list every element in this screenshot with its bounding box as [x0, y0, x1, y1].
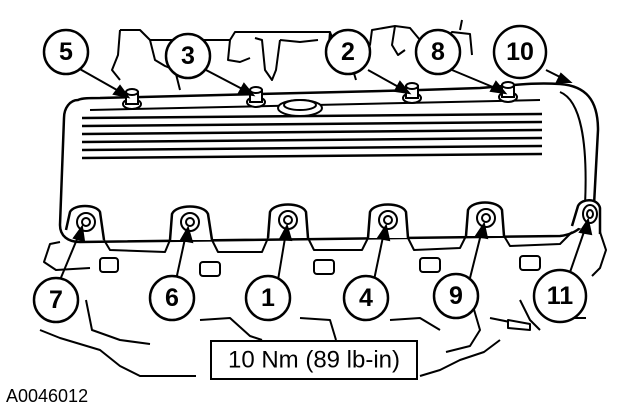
- bolt-11: [582, 204, 598, 224]
- oil-fill-cap: [277, 99, 323, 117]
- callout-3-circle: [164, 32, 212, 80]
- callout-labels: 5 3 2 8 10 7 6 1 4 9 11: [49, 38, 573, 314]
- callout-1: 1: [261, 284, 275, 312]
- torque-spec: 10 Nm (89 lb-in): [228, 347, 400, 374]
- bolt-1: [278, 210, 298, 230]
- callout-4-circle: [342, 274, 390, 322]
- callout-8-circle: [414, 28, 462, 76]
- callouts: [32, 24, 588, 324]
- bolt-5: [122, 88, 142, 110]
- cylinder-head: [39, 231, 607, 377]
- callout-6-circle: [148, 274, 196, 322]
- top-bolts: [122, 81, 518, 110]
- bolt-8: [498, 81, 518, 103]
- callout-6: 6: [165, 284, 179, 312]
- valve-cover: [58, 82, 600, 244]
- callout-5-circle: [42, 28, 90, 76]
- bolt-2: [402, 82, 422, 104]
- cover-ribs: [81, 112, 543, 160]
- callout-7: 7: [49, 286, 63, 314]
- leader-arrows: [59, 67, 593, 281]
- bolt-7: [76, 212, 96, 232]
- torque-spec-box: 10 Nm (89 lb-in): [210, 340, 418, 380]
- callout-2-circle: [324, 28, 372, 76]
- callout-5: 5: [59, 38, 73, 66]
- callout-10: 10: [506, 38, 534, 66]
- callout-9: 9: [449, 282, 463, 310]
- callout-7-circle: [32, 276, 80, 324]
- callout-2: 2: [341, 38, 355, 66]
- callout-9-circle: [432, 272, 480, 320]
- bolt-9: [476, 208, 496, 228]
- callout-3: 3: [181, 42, 195, 70]
- bolt-3: [246, 86, 266, 108]
- bolt-4: [378, 210, 398, 230]
- callout-11-circle: [532, 268, 588, 324]
- figure-id: A0046012: [6, 386, 88, 406]
- lower-bolts: [76, 204, 598, 232]
- callout-10-circle: [492, 24, 548, 80]
- callout-11: 11: [547, 282, 574, 310]
- callout-1-circle: [244, 274, 292, 322]
- callout-8: 8: [431, 38, 445, 66]
- bolt-6: [180, 212, 200, 232]
- callout-4: 4: [359, 284, 373, 312]
